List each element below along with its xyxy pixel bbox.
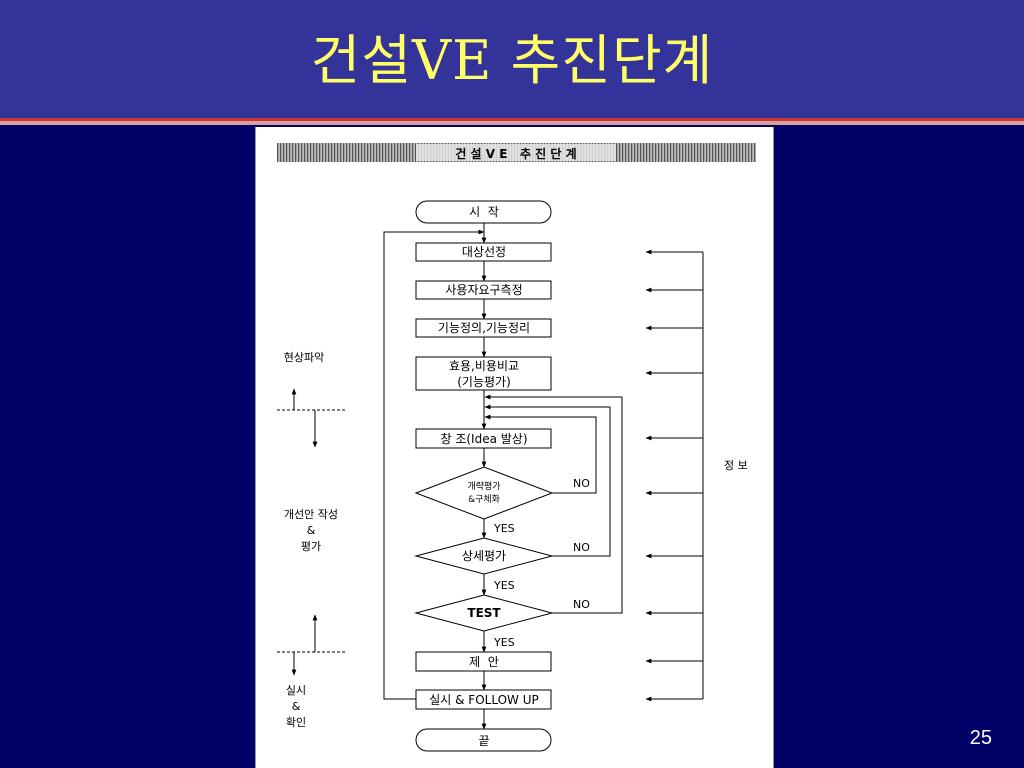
phase-analysis: 현상파악 xyxy=(284,351,324,364)
flowchart-panel: 건 설 V E 추 진 단 계 xyxy=(255,127,774,768)
text-rough-1: 개략평가 xyxy=(467,480,500,492)
label-yes-3: YES xyxy=(493,636,515,649)
text-rough-2: &구체화 xyxy=(468,494,500,505)
loop-no-detail xyxy=(484,404,611,557)
slide-title: 건설VE 추진단계 xyxy=(310,29,714,92)
loop-no-test xyxy=(484,394,623,614)
label-yes-2: YES xyxy=(493,579,515,592)
header-highlight xyxy=(416,144,616,161)
page-number: 25 xyxy=(969,727,992,749)
phase-improve-2: & xyxy=(307,524,316,537)
text-select: 대상선정 xyxy=(462,245,506,259)
title-divider-light xyxy=(0,121,1024,125)
text-end: 끝 xyxy=(478,734,489,748)
node-rough xyxy=(414,466,554,520)
loop-follow-up xyxy=(383,229,485,700)
label-no-3: NO xyxy=(573,598,590,611)
label-no-1: NO xyxy=(573,477,590,490)
flowchart: 건 설 V E 추 진 단 계 xyxy=(277,143,756,752)
text-proposal: 제 안 xyxy=(469,655,499,669)
diagram-header: 건 설 V E 추 진 단 계 xyxy=(455,146,576,161)
phase-confirm-1: 실시 xyxy=(286,684,306,697)
label-no-2: NO xyxy=(573,541,590,554)
phase-confirm-3: 확인 xyxy=(286,716,306,729)
text-needs: 사용자요구측정 xyxy=(445,283,522,297)
title-bar xyxy=(0,0,1024,118)
text-idea: 창 조(Idea 발상) xyxy=(440,432,527,446)
text-start: 시 작 xyxy=(469,205,499,219)
text-cost-1: 효용,비용비교 xyxy=(449,359,519,373)
text-cost-2: (기능평가) xyxy=(457,375,511,389)
text-detail: 상세평가 xyxy=(462,549,506,563)
text-test: TEST xyxy=(467,606,501,620)
phase-confirm-2: & xyxy=(292,700,301,713)
text-function: 기능정의,기능정리 xyxy=(438,321,530,335)
phase-improve-1: 개선안 작성 xyxy=(284,508,338,521)
loop-no-rough xyxy=(484,414,597,494)
label-info: 정 보 xyxy=(724,459,748,472)
title-divider xyxy=(0,118,1024,121)
text-implement: 실시 & FOLLOW UP xyxy=(429,693,539,707)
phase-improve-3: 평가 xyxy=(301,540,321,553)
label-yes-1: YES xyxy=(493,522,515,535)
